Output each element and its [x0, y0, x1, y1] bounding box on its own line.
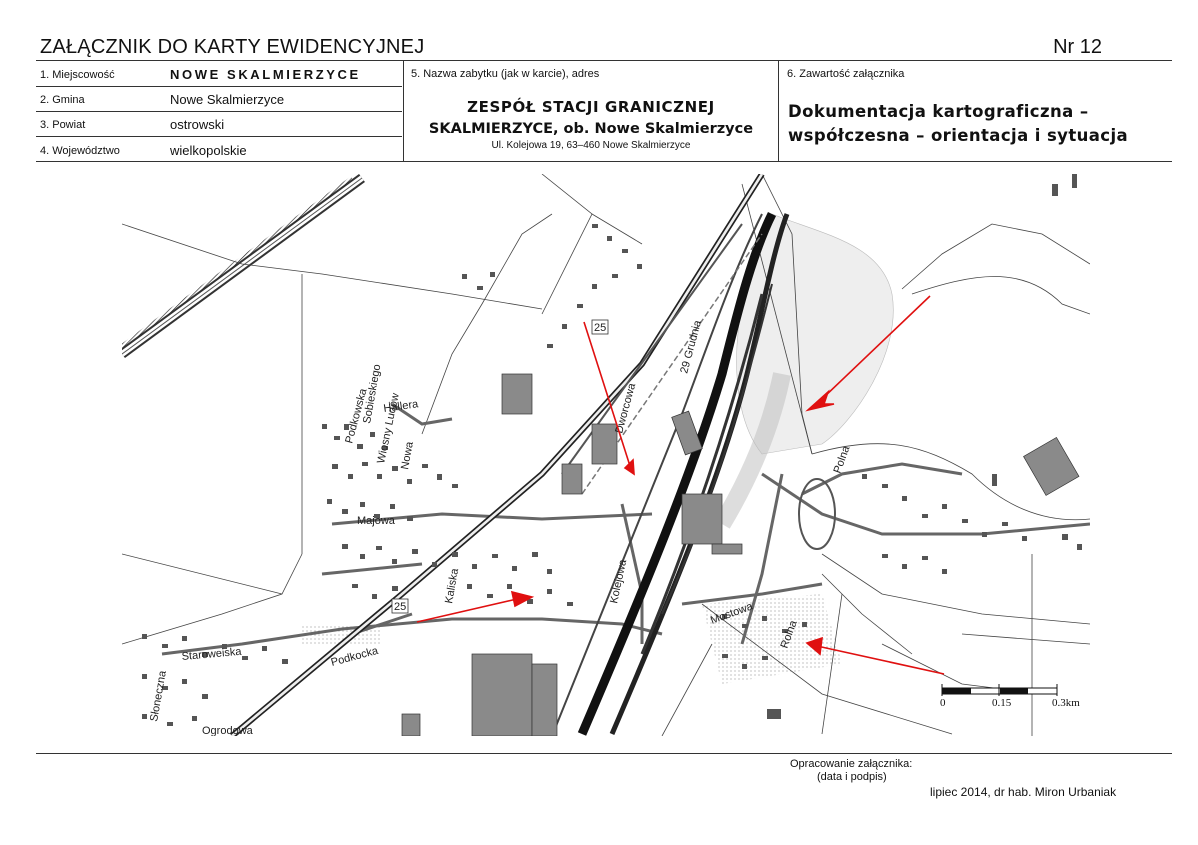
- road-number-badge: 25: [594, 322, 606, 334]
- arrow-head-3: [510, 590, 535, 608]
- column-divider-1: [403, 60, 404, 161]
- row-divider-3: [36, 136, 402, 137]
- author-signature: lipiec 2014, dr hab. Miron Urbaniak: [930, 785, 1117, 799]
- houses: [142, 174, 1082, 726]
- boundary-lines: [122, 174, 1090, 736]
- dotted-area: [702, 594, 842, 684]
- arrow-head-2: [805, 389, 835, 412]
- stadium-track: [798, 478, 836, 550]
- document-title: ZAŁĄCZNIK DO KARTY EWIDENCYJNEJ: [40, 36, 425, 58]
- monument-label: 5. Nazwa zabytku (jak w karcie), adres: [411, 68, 600, 80]
- field-value-county: ostrowski: [170, 117, 225, 132]
- street-label-staroweiska: Staroweiska: [181, 646, 243, 663]
- scale-label-0: 0: [940, 697, 946, 709]
- scale-label-end: 0.3km: [1052, 697, 1080, 709]
- table-top-rule: [36, 60, 1172, 61]
- column-divider-2: [778, 60, 779, 161]
- street-label-majowa: Majowa: [357, 515, 396, 527]
- field-label-voivodeship: 4. Województwo: [40, 145, 120, 157]
- arrow-head-4: [805, 636, 823, 656]
- railway-yard: [551, 211, 791, 736]
- location-arrows: [416, 295, 945, 675]
- row-divider-2: [36, 111, 402, 112]
- prepared-label: Opracowanie załącznika:: [790, 758, 913, 770]
- street-label-nowa: Nowa: [399, 440, 416, 471]
- field-label-county: 3. Powiat: [40, 119, 86, 131]
- large-buildings: [401, 373, 1080, 736]
- field-value-voivodeship: wielkopolskie: [170, 143, 247, 158]
- footer-rule: [36, 753, 1172, 754]
- roads: [161, 402, 1090, 656]
- road-number-badge: 25: [394, 601, 406, 613]
- scale-label-mid: 0.15: [992, 697, 1012, 709]
- row-divider-1: [36, 86, 402, 87]
- field-label-locality: 1. Miejscowość: [40, 69, 115, 81]
- field-value-locality: NOWE SKALMIERZYCE: [170, 67, 361, 82]
- monument-name-line1: ZESPÓŁ STACJI GRANICZNEJ: [467, 98, 715, 116]
- date-sign-label: (data i podpis): [817, 771, 887, 783]
- street-label-ogrodowa: Ogrodowa: [202, 725, 254, 736]
- monument-name-line2: SKALMIERZYCE, ob. Nowe Skalmierzyce: [428, 121, 754, 137]
- content-line1: Dokumentacja kartograficzna –: [788, 102, 1089, 121]
- table-bottom-rule: [36, 161, 1172, 162]
- attachment-number: Nr 12: [1053, 36, 1102, 58]
- field-label-commune: 2. Gmina: [40, 94, 85, 106]
- street-label-hallera: Hallera: [383, 398, 420, 415]
- field-value-commune: Nowe Skalmierzyce: [170, 92, 285, 107]
- monument-address: Ul. Kolejowa 19, 63–460 Nowe Skalmierzyc…: [491, 140, 691, 151]
- content-label: 6. Zawartość załącznika: [787, 68, 905, 80]
- situation-map: Hallera Podkowska Staroweiska Podkocka M…: [122, 174, 1090, 736]
- arrow-head-1: [623, 458, 635, 476]
- content-line2: współczesna – orientacja i sytuacja: [788, 126, 1129, 145]
- scale-bar: [941, 684, 1058, 696]
